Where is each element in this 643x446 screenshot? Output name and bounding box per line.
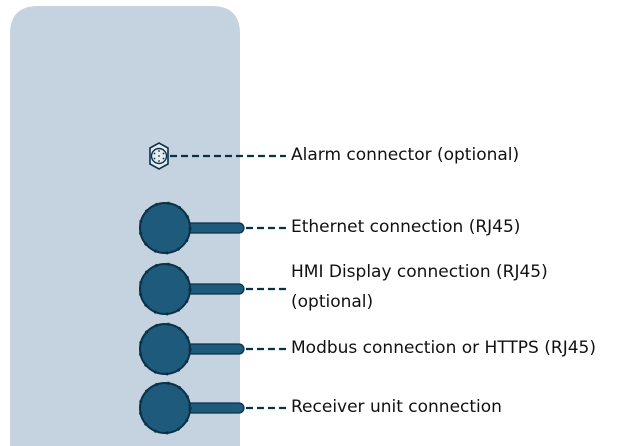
ethernet-port-icon <box>138 201 245 255</box>
ethernet-connection-label: Ethernet connection (RJ45) <box>291 217 521 237</box>
hmi-connection-label-line1: HMI Display connection (RJ45) <box>291 262 548 282</box>
receiver-port-icon <box>138 381 245 435</box>
alarm-connector-label: Alarm connector (optional) <box>291 145 520 165</box>
receiver-connection-label: Receiver unit connection <box>291 397 502 417</box>
modbus-connection-label: Modbus connection or HTTPS (RJ45) <box>291 338 596 358</box>
hmi-port-icon <box>138 262 245 316</box>
alarm-connector-icon <box>149 142 169 170</box>
modbus-port-icon <box>138 322 245 376</box>
hmi-connection-label-line2: (optional) <box>291 292 374 312</box>
